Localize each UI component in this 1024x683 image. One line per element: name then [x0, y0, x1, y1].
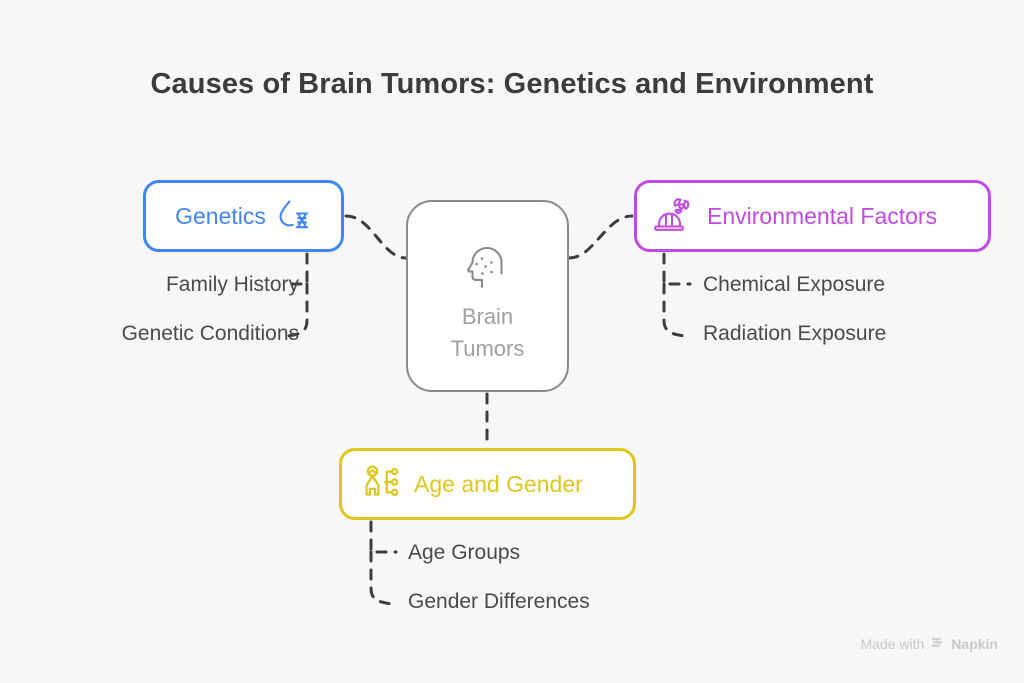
- node-brain-tumors[interactable]: Brain Tumors: [406, 200, 569, 392]
- connector-age-sub1: [369, 520, 398, 554]
- connector-age-sub2: [369, 550, 393, 606]
- center-node-line1: Brain: [461, 303, 514, 329]
- page-title: Causes of Brain Tumors: Genetics and Env…: [150, 68, 874, 100]
- sub-label-family-history: Family History: [165, 273, 299, 296]
- sub-label-age-groups: Age Groups: [408, 541, 521, 564]
- hardhat-radiation-icon: [653, 193, 695, 240]
- connector-center-environmental: [567, 214, 634, 260]
- node-environmental-factors[interactable]: Environmental Factors: [634, 180, 991, 252]
- sub-label-radiation-exposure: Radiation Exposure: [703, 322, 887, 345]
- napkin-logo-icon: [930, 635, 945, 653]
- sub-label-genetic-conditions: Genetic Conditions: [121, 322, 299, 345]
- head-profile-icon: [457, 231, 519, 298]
- node-genetics-label: Genetics: [175, 202, 266, 229]
- sub-label-gender-differences: Gender Differences: [408, 590, 590, 613]
- connector-genetics-sub2: [286, 282, 309, 338]
- node-age-label: Age and Gender: [414, 470, 583, 497]
- watermark: Made with Napkin: [861, 635, 999, 653]
- watermark-prefix: Made with: [860, 636, 925, 652]
- sub-label-chemical-exposure: Chemical Exposure: [703, 273, 886, 296]
- node-age-and-gender[interactable]: Age and Gender: [339, 448, 636, 520]
- watermark-name: Napkin: [951, 636, 998, 652]
- dna-droplet-icon: [274, 195, 312, 238]
- node-environmental-label: Environmental Factors: [707, 202, 938, 229]
- person-hierarchy-icon: [360, 461, 402, 508]
- connector-genetics-center: [344, 214, 408, 260]
- node-genetics[interactable]: Genetics: [143, 180, 344, 252]
- connector-genetics-sub1: [281, 252, 309, 286]
- connector-environmental-sub2: [662, 282, 686, 338]
- center-node-line2: Tumors: [450, 335, 525, 361]
- connector-environmental-sub1: [662, 252, 692, 286]
